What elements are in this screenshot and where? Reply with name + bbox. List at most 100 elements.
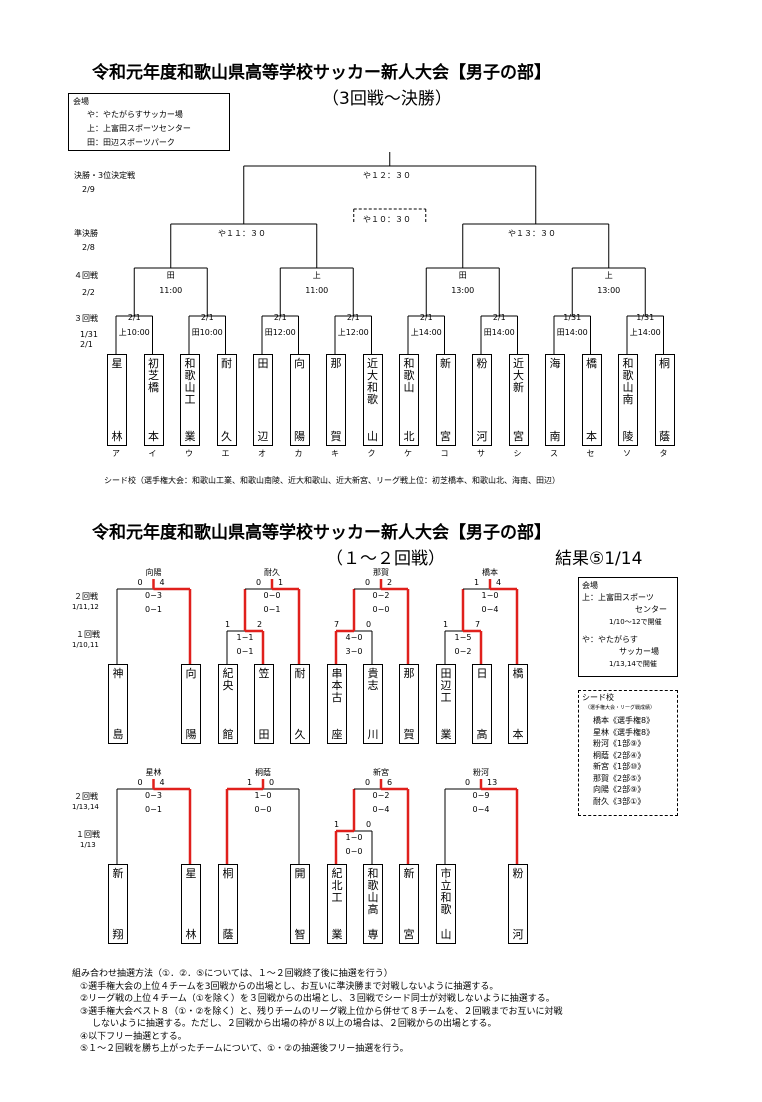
p-score-right: 0 — [366, 620, 372, 629]
team-kana: ケ — [404, 449, 412, 458]
result: 0−1 — [145, 605, 162, 614]
team-name-top: 星 — [111, 357, 123, 370]
round-label: 準決勝 — [74, 229, 98, 238]
team-box: 耐久 — [290, 664, 310, 744]
venue-legend-header: 会場 — [73, 97, 89, 106]
venue-box-line: や：やたがらす — [582, 635, 638, 644]
team-box: 開智 — [290, 864, 310, 944]
score-left: 0 — [465, 778, 471, 787]
team-name-top: 紀 央 — [222, 667, 234, 692]
team-box: 星林 — [181, 864, 201, 944]
venue-box-line: 1/13,14で開催 — [609, 660, 657, 668]
round-date: 1/13,14 — [72, 803, 99, 811]
team-name-top: 新 — [403, 867, 415, 880]
venue-box-line: 1/10～12で開催 — [609, 618, 662, 626]
team-box: 新宮 — [399, 864, 419, 944]
team-name-top: 市 立 和 歌 — [440, 867, 452, 916]
venue-box-line: 上：上富田スポーツ — [582, 593, 654, 602]
team-box: 串 本 古座 — [327, 664, 347, 744]
result: 0−2 — [372, 591, 390, 600]
venue-box: 会場 上：上富田スポーツ センター 1/10～12で開催 や：やたがらす サッカ… — [578, 577, 678, 677]
team-name-top: 貴 志 — [367, 667, 379, 692]
team-name-bottom: 本 — [586, 430, 597, 443]
team-kana: ウ — [185, 449, 193, 458]
team-box: 和 歌 山 高専 — [363, 864, 383, 944]
team-name-top: 向 — [294, 357, 305, 370]
team-name-top: 耐 — [294, 667, 306, 680]
team-kana: ク — [367, 449, 376, 458]
venue-legend-line: 上：上富田スポーツセンター — [87, 124, 191, 133]
team-kana: ソ — [623, 449, 631, 458]
team-name-bottom: 蔭 — [659, 430, 670, 443]
venue-box-header: 会場 — [582, 581, 598, 590]
round-date: 1/11,12 — [72, 603, 99, 611]
seed-box-note: （選手権大会・リーグ戦成績） — [585, 705, 656, 711]
result: 0−3 — [145, 791, 162, 800]
p-result: 3−0 — [345, 647, 363, 656]
team-name-bottom: 久 — [294, 728, 306, 741]
team-box: 田 辺 工業 — [436, 664, 456, 744]
result: 0−4 — [472, 805, 490, 814]
p-result: 0−1 — [236, 647, 254, 656]
result: 0−4 — [481, 605, 499, 614]
r3-venue: 田10:00 — [191, 328, 223, 337]
team-name-bottom: 島 — [112, 728, 124, 741]
result: 0−2 — [372, 791, 390, 800]
p-score-left: 1 — [443, 620, 449, 629]
p-result: 1−1 — [236, 633, 254, 642]
team-name-bottom: 久 — [221, 430, 232, 443]
seed-box-line: 耐久《3部①》 — [593, 796, 646, 806]
seed-box-line: 星林《選手権8》 — [593, 727, 655, 737]
score-left: 0 — [365, 778, 371, 787]
team-kana: カ — [294, 449, 303, 458]
r3-date: 2/1 — [273, 313, 287, 322]
p-score-right: 0 — [366, 820, 372, 829]
team-box: 近 大 新宮 — [508, 354, 529, 446]
team-name-bottom: 辺 — [257, 430, 269, 443]
seed-box-line: 向陽《2部⑨》 — [593, 785, 646, 794]
r4-time: 13:00 — [597, 286, 621, 295]
seed-box-line: 那賀《2部⑤》 — [593, 773, 646, 783]
team-box: 和 歌 山北 — [399, 354, 419, 446]
round-date: 1/31 2/1 — [80, 330, 98, 349]
draw-method-note: しないように抽選する。ただし、２回戦から出場の枠が８以上の場合は、２回戦からの出… — [92, 1019, 497, 1029]
team-kana: オ — [258, 449, 266, 458]
score-left: 0 — [365, 578, 371, 587]
block-winner: 那賀 — [373, 568, 389, 577]
team-name-bottom: 賀 — [330, 430, 342, 443]
score-left: 0 — [137, 778, 143, 787]
round-date: 2/9 — [82, 185, 95, 194]
p-score-right: 7 — [475, 620, 481, 629]
score-right: 13 — [487, 778, 498, 787]
team-name-bottom: 宮 — [440, 430, 451, 443]
team-box: 紀 央館 — [218, 664, 238, 744]
team-name-top: 笠 — [258, 667, 270, 680]
team-kana: セ — [586, 449, 595, 458]
r4-venue: 田 — [166, 271, 175, 280]
seed-note: シード校（選手権大会：和歌山工業、和歌山南陵、近大和歌山、近大新宮、リーグ戦上位… — [104, 476, 560, 485]
r4-time: 11:00 — [305, 286, 329, 295]
p-result: 1−5 — [454, 633, 472, 642]
team-name-bottom: 業 — [440, 728, 452, 741]
team-name-top: 近 大 和 歌 — [367, 357, 378, 406]
p-score-right: 2 — [257, 620, 263, 629]
result: 0−9 — [472, 791, 490, 800]
r3-venue: 上14:00 — [629, 328, 661, 337]
block-winner: 星林 — [145, 768, 162, 777]
team-box: 和 歌 山 南陵 — [618, 354, 638, 446]
team-name-bottom: 宮 — [403, 928, 415, 941]
team-name-top: 桐 — [222, 867, 234, 880]
team-name-bottom: 蔭 — [222, 928, 234, 941]
team-name-bottom: 智 — [294, 928, 306, 941]
team-name-top: 海 — [549, 357, 561, 370]
score-right: 6 — [387, 778, 393, 787]
draw-method-note: ①選手権大会の上位４チームを3回戦からの出場とし、お互いに準決勝まで対戦しないよ… — [80, 981, 499, 992]
final-label: や１２：３０ — [363, 171, 411, 180]
r4-time: 13:00 — [451, 286, 475, 295]
team-name-top: 粉 — [476, 357, 488, 370]
team-name-top: 和 歌 山 — [403, 357, 415, 394]
draw-method-note: ⑤１～２回戦を勝ち上がったチームについて、①・②の抽選後フリー抽選を行う。 — [80, 1044, 409, 1054]
seed-box-line: 橋本《選手権8》 — [593, 716, 655, 725]
r3-venue: 上10:00 — [118, 328, 150, 337]
